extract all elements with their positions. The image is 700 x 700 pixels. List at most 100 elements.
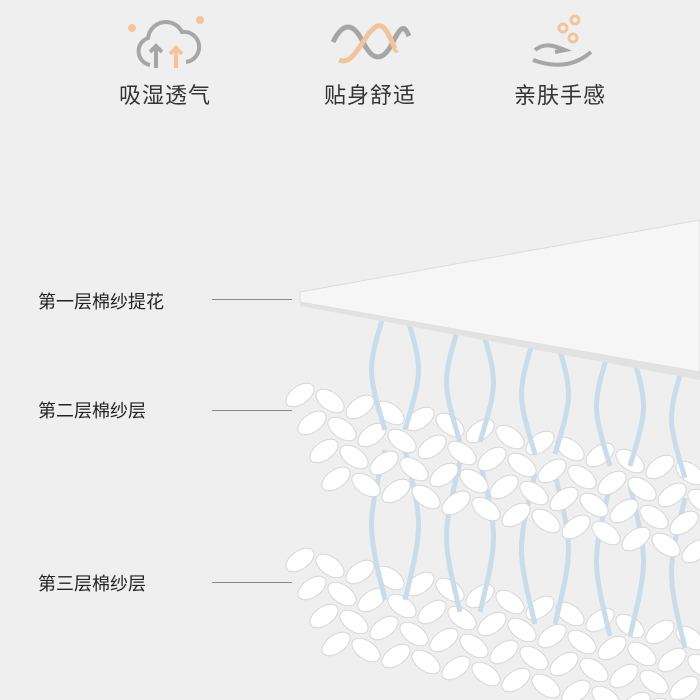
feature-skin-friendly: 亲肤手感 — [480, 10, 640, 110]
knit-loop — [687, 653, 700, 679]
knit-loop — [531, 508, 561, 534]
knit-loop — [369, 615, 399, 641]
knit-loop — [447, 605, 477, 631]
knit-loop — [471, 661, 501, 687]
knit-loop — [627, 641, 657, 667]
knit-loop — [639, 504, 669, 530]
knit-loop — [495, 589, 525, 615]
knit-loop — [669, 675, 699, 700]
knit-loop — [387, 428, 417, 454]
second-knit-layer — [285, 382, 700, 564]
knit-loop — [591, 520, 621, 546]
knit-loop — [321, 631, 351, 657]
knit-loop — [645, 619, 675, 645]
knit-loop — [639, 669, 669, 695]
knit-loop — [315, 388, 345, 414]
knit-loop — [531, 673, 561, 699]
knit-loop — [591, 685, 621, 700]
knit-loop — [549, 651, 579, 677]
knit-loop — [567, 464, 597, 490]
knit-loop — [585, 607, 615, 633]
knit-loop — [345, 559, 375, 585]
knit-loop — [537, 458, 567, 484]
knit-loop — [417, 434, 447, 460]
feature-label: 吸湿透气 — [118, 84, 211, 109]
knit-loop — [549, 486, 579, 512]
knit-loop — [441, 655, 471, 681]
knit-loop — [585, 442, 615, 468]
knit-loop — [609, 498, 639, 524]
knit-loop — [681, 538, 700, 564]
knit-loop — [669, 510, 699, 536]
knit-loop — [561, 679, 591, 700]
knit-loop — [609, 663, 639, 689]
knit-loop — [381, 478, 411, 504]
knit-loop — [471, 496, 501, 522]
knit-loop — [321, 466, 351, 492]
knit-loop — [489, 639, 519, 665]
knit-loop — [339, 609, 369, 635]
knit-loop — [597, 635, 627, 661]
knit-loop — [459, 633, 489, 659]
knit-loop — [447, 440, 477, 466]
knit-loop — [519, 480, 549, 506]
cloud-arrows-icon — [128, 16, 204, 68]
layer-label-third: 第三层棉纱层 — [38, 574, 146, 595]
third-knit-layer — [285, 547, 700, 700]
knit-loop — [495, 424, 525, 450]
knit-loop — [621, 526, 651, 552]
knit-loop — [501, 502, 531, 528]
knit-loop — [309, 438, 339, 464]
knit-loop — [645, 454, 675, 480]
knit-loop — [411, 484, 441, 510]
knit-loop — [327, 581, 357, 607]
knit-loop — [315, 553, 345, 579]
knit-loop — [579, 657, 609, 683]
knit-loop — [489, 474, 519, 500]
knit-loop — [285, 547, 315, 573]
knit-loop — [351, 637, 381, 663]
knit-loop — [519, 645, 549, 671]
knit-loop — [507, 617, 537, 643]
knit-loop — [369, 450, 399, 476]
knit-loop — [627, 476, 657, 502]
knit-loop — [567, 629, 597, 655]
knit-loop — [339, 444, 369, 470]
jacquard-top-sheet — [299, 219, 700, 373]
knit-loop — [561, 514, 591, 540]
knit-loop — [429, 627, 459, 653]
knit-loop — [465, 418, 495, 444]
feature-moisture-breathable: 吸湿透气 — [85, 10, 245, 110]
leader-line — [212, 410, 292, 411]
feature-close-fitting: 贴身舒适 — [290, 10, 450, 110]
knit-loop — [285, 382, 315, 408]
knit-loop — [399, 456, 429, 482]
knit-loop — [297, 575, 327, 601]
knit-loop — [381, 643, 411, 669]
knit-loop — [537, 623, 567, 649]
knit-loop — [657, 482, 687, 508]
knit-loop — [345, 394, 375, 420]
knit-loop — [687, 488, 700, 514]
hand-droplets-icon — [532, 14, 593, 67]
layer-label-second: 第二层棉纱层 — [38, 401, 146, 422]
knit-loop — [309, 603, 339, 629]
knit-loop — [657, 647, 687, 673]
knit-loop — [597, 470, 627, 496]
knit-loop — [327, 416, 357, 442]
knit-loop — [477, 611, 507, 637]
blue-fiber — [369, 309, 421, 431]
knit-loop — [477, 446, 507, 472]
knit-loop — [555, 601, 585, 627]
wave-lines-icon — [330, 23, 412, 64]
leader-line — [212, 299, 292, 300]
feature-label: 贴身舒适 — [323, 84, 416, 109]
knit-loop — [297, 410, 327, 436]
knit-loop — [621, 691, 651, 700]
knit-loop — [651, 532, 681, 558]
knit-loop — [351, 472, 381, 498]
knit-loop — [579, 492, 609, 518]
leader-line — [212, 582, 292, 583]
knit-loop — [399, 621, 429, 647]
